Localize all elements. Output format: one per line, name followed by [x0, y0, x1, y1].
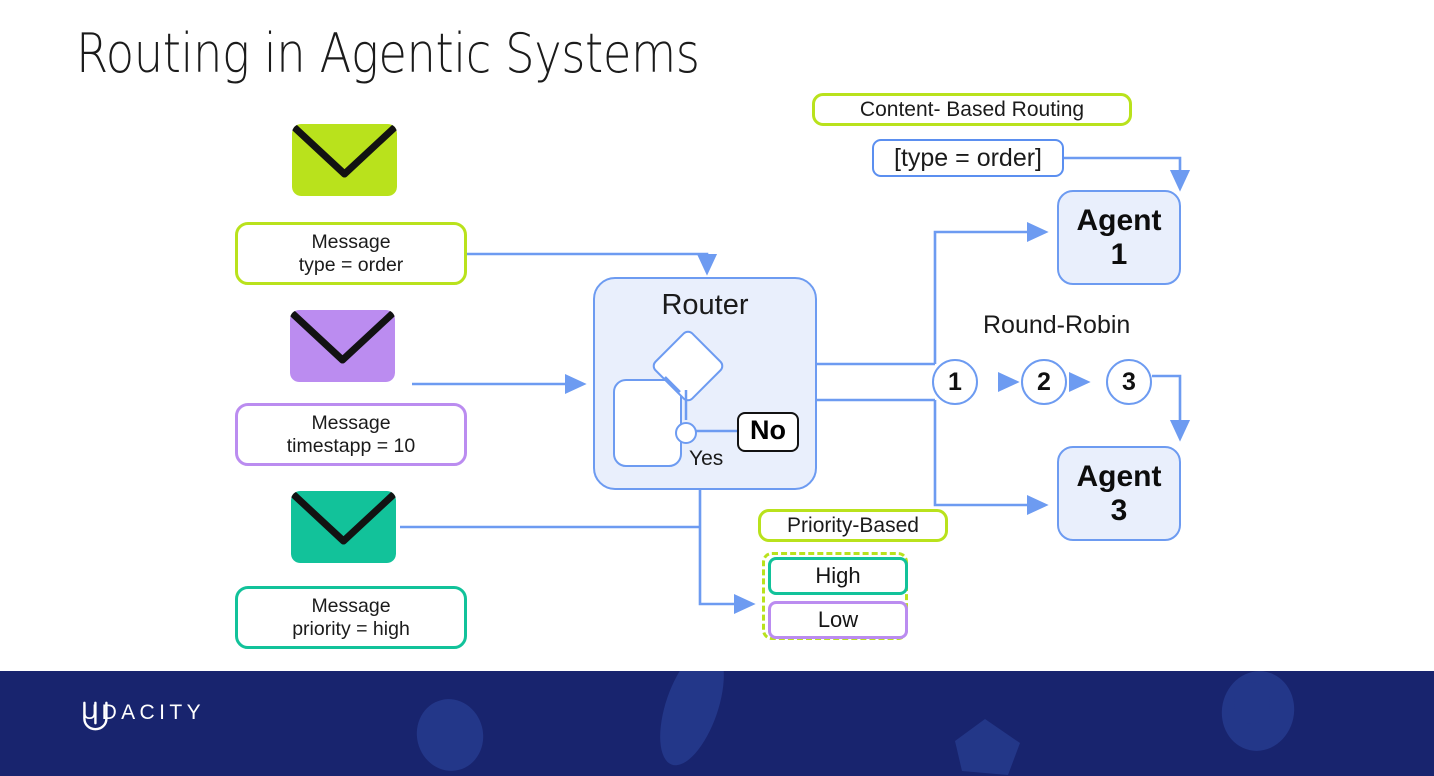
- brand-lockup: UDACITY: [82, 701, 205, 731]
- router-junction-dot: [675, 422, 697, 444]
- priority-group: High Low: [762, 552, 908, 640]
- priority-low-item[interactable]: Low: [768, 601, 908, 639]
- priority-title-text: Priority-Based: [787, 513, 919, 537]
- agent-1-node[interactable]: Agent 1: [1057, 190, 1181, 285]
- message-box-priority: Message priority = high: [235, 586, 467, 649]
- message-label-line2: timestapp = 10: [286, 434, 416, 457]
- step-number: 3: [1122, 367, 1136, 396]
- content-based-routing-label: Content- Based Routing: [812, 93, 1132, 126]
- envelope-icon-green: [292, 124, 397, 196]
- router-label: Router: [661, 289, 749, 321]
- message-label-line2: priority = high: [292, 617, 410, 640]
- footer-decorations: [416, 671, 1295, 775]
- round-robin-step-2[interactable]: 2: [1021, 359, 1067, 405]
- message-label-line1: Message: [311, 594, 391, 617]
- round-robin-label: Round-Robin: [983, 311, 1131, 339]
- udacity-u-logo: [83, 701, 108, 731]
- round-robin-step-3[interactable]: 3: [1106, 359, 1152, 405]
- envelope-icon-purple: [290, 310, 395, 382]
- step-number: 1: [948, 367, 962, 396]
- agent-label-line2: 3: [1110, 493, 1128, 527]
- agent-label-line1: Agent: [1076, 459, 1162, 493]
- router-process-shape: [613, 379, 682, 467]
- router-no-badge: No: [737, 412, 799, 452]
- step-number: 2: [1037, 367, 1051, 396]
- router-yes-label: Yes: [689, 447, 724, 470]
- priority-high-text: High: [815, 563, 861, 588]
- router-node[interactable]: Router Yes: [593, 277, 817, 490]
- agent-label-line1: Agent: [1076, 203, 1162, 237]
- message-label-line2: type = order: [298, 253, 404, 276]
- priority-low-text: Low: [817, 607, 859, 632]
- content-routing-text: Content- Based Routing: [859, 97, 1085, 121]
- agent-3-node[interactable]: Agent 3: [1057, 446, 1181, 541]
- priority-based-label: Priority-Based: [758, 509, 948, 542]
- message-box-order: Message type = order: [235, 222, 467, 285]
- round-robin-step-1[interactable]: 1: [932, 359, 978, 405]
- priority-high-item[interactable]: High: [768, 557, 908, 595]
- page-title: Routing in Agentic Systems: [76, 22, 700, 85]
- condition-text: [type = order]: [894, 143, 1042, 172]
- message-label-line1: Message: [311, 230, 391, 253]
- agent-label-line2: 1: [1110, 237, 1128, 271]
- brand-name: UDACITY: [82, 701, 205, 724]
- message-box-timestamp: Message timestapp = 10: [235, 403, 467, 466]
- content-routing-condition: [type = order]: [872, 139, 1064, 177]
- envelope-icon-teal: [291, 491, 396, 563]
- message-label-line1: Message: [311, 411, 391, 434]
- footer-bar: UDACITY: [0, 671, 1434, 776]
